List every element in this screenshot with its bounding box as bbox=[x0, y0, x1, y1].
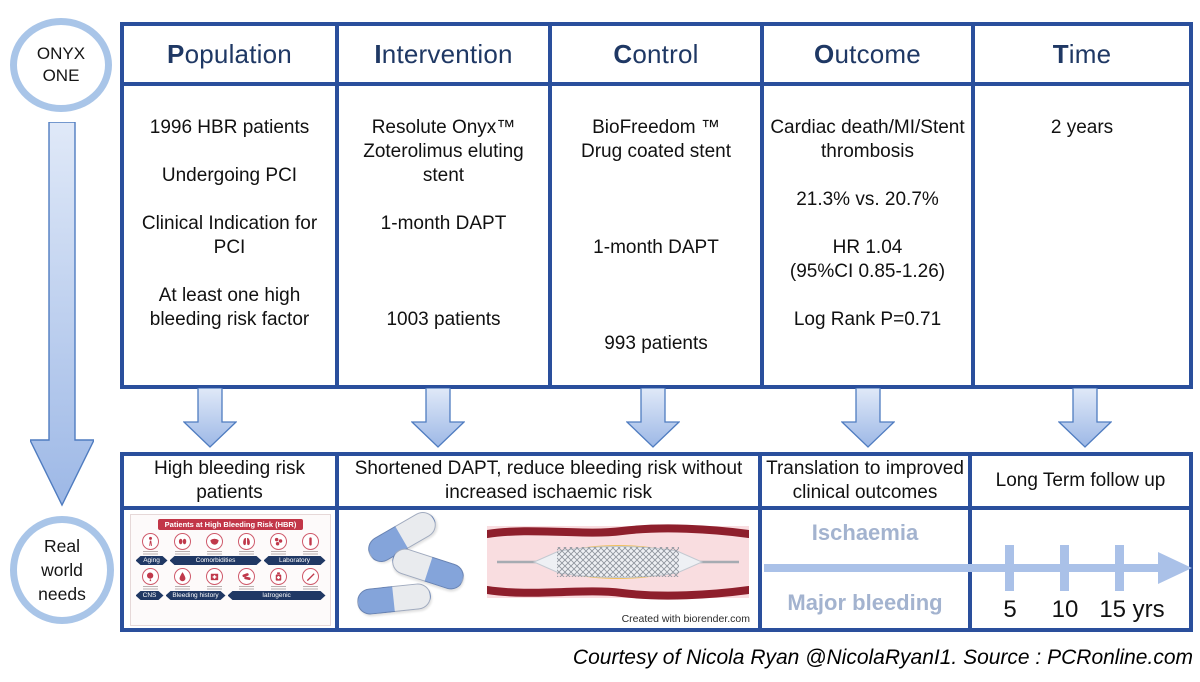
down-arrow-intervention bbox=[411, 388, 465, 448]
population-header-initial: P bbox=[167, 38, 185, 69]
prior-bleeding-caption bbox=[207, 586, 222, 590]
control-header-rest: ontrol bbox=[632, 38, 699, 69]
laboratory-banner: Laboratory bbox=[264, 556, 326, 565]
renal-disease-icon bbox=[174, 533, 191, 550]
control-header-initial: C bbox=[613, 38, 633, 69]
real-world-needs-table: High bleeding risk patients Shortened DA… bbox=[120, 452, 1193, 632]
outcome-header-rest: utcome bbox=[834, 38, 921, 69]
comorbidities-banner: Comorbidities bbox=[170, 556, 262, 565]
down-arrow-outcome bbox=[841, 388, 895, 448]
biorender-caption: Created with biorender.com bbox=[621, 613, 750, 625]
time-details: 2 years bbox=[975, 86, 1189, 385]
clinical-outcomes-panel: Ischaemia Major bleeding bbox=[762, 510, 968, 628]
liver-caption bbox=[207, 551, 222, 555]
hbr-figure-panel: Patients at High Bleeding Risk (HBR) Agi… bbox=[124, 510, 335, 628]
population-details: 1996 HBR patients Undergoing PCI Clinica… bbox=[124, 86, 335, 385]
nsaids-caption bbox=[271, 586, 286, 590]
intervention-details: Resolute Onyx™ Zoterolimus eluting stent… bbox=[339, 86, 548, 385]
anemia-icon bbox=[270, 533, 287, 550]
needs-label-shortened-dapt: Shortened DAPT, reduce bleeding risk wit… bbox=[339, 456, 758, 506]
cns-banner: CNS bbox=[136, 591, 164, 600]
needs-label-long-term-followup: Long Term follow up bbox=[972, 456, 1189, 506]
outcome-header-initial: O bbox=[814, 38, 835, 69]
aging-icon bbox=[142, 533, 159, 550]
cns-caption bbox=[143, 586, 158, 590]
cns-icon bbox=[142, 568, 159, 585]
hbr-figure: Patients at High Bleeding Risk (HBR) Agi… bbox=[130, 514, 331, 626]
time-header-rest: ime bbox=[1068, 38, 1112, 69]
capsule-icon bbox=[355, 582, 433, 616]
hbr-icon-row-1 bbox=[138, 533, 324, 555]
platelet-caption bbox=[303, 551, 318, 555]
footer-credit: Courtesy of Nicola Ryan @NicolaRyanI1. S… bbox=[572, 646, 1193, 669]
down-arrow-large bbox=[30, 122, 94, 507]
dapt-stent-panel: Created with biorender.com bbox=[339, 507, 758, 628]
major-bleeding-label: Major bleeding bbox=[787, 590, 943, 615]
needs-label-hbr-patients: High bleeding risk patients bbox=[124, 456, 335, 506]
ischaemia-label: Ischaemia bbox=[811, 520, 919, 545]
time-header-initial: T bbox=[1052, 38, 1069, 69]
down-arrow-population bbox=[183, 388, 237, 448]
needs-label-improved-outcomes: Translation to improved clinical outcome… bbox=[762, 456, 968, 506]
down-arrow-time bbox=[1058, 388, 1112, 448]
down-arrow-control bbox=[626, 388, 680, 448]
stent-vessel-illustration bbox=[487, 524, 749, 600]
trial-name-badge: ONYX ONE bbox=[10, 18, 112, 112]
nsaids-icon bbox=[270, 568, 287, 585]
low-platelet-icon bbox=[302, 533, 319, 550]
bleeding-history-banner: Bleeding history bbox=[166, 591, 226, 600]
cancer-caption bbox=[239, 551, 254, 555]
hbr-banner-row-1: Aging Comorbidities Laboratory bbox=[136, 556, 326, 565]
iatrogenic-banner: Iatrogenic bbox=[228, 591, 326, 600]
intervention-header-rest: ntervention bbox=[381, 38, 513, 69]
hbr-figure-title: Patients at High Bleeding Risk (HBR) bbox=[157, 519, 304, 530]
active-cancer-icon bbox=[238, 533, 255, 550]
outcome-details: Cardiac death/MI/Stent thrombosis 21.3% … bbox=[764, 86, 971, 385]
real-world-needs-badge: Real world needs bbox=[10, 516, 114, 624]
hbr-banner-row-2: CNS Bleeding history Iatrogenic bbox=[136, 591, 326, 600]
bleeding-caption bbox=[175, 586, 190, 590]
population-header-rest: opulation bbox=[184, 38, 292, 69]
liver-disease-icon bbox=[206, 533, 223, 550]
prior-bleeding-icon bbox=[206, 568, 223, 585]
anemia-caption bbox=[271, 551, 286, 555]
hbr-icon-row-2 bbox=[138, 568, 324, 590]
renal-caption bbox=[175, 551, 190, 555]
control-details: BioFreedom ™ Drug coated stent 1-month D… bbox=[552, 86, 760, 385]
oac-icon bbox=[238, 568, 255, 585]
intervention-header-initial: I bbox=[374, 38, 382, 69]
oac-caption bbox=[239, 586, 254, 590]
planned-surgery-icon bbox=[302, 568, 319, 585]
aging-banner: Aging bbox=[136, 556, 168, 565]
aging-caption bbox=[143, 551, 158, 555]
bleeding-diathesis-icon bbox=[174, 568, 191, 585]
followup-timeline-panel bbox=[972, 510, 1189, 628]
surgery-caption bbox=[303, 586, 318, 590]
